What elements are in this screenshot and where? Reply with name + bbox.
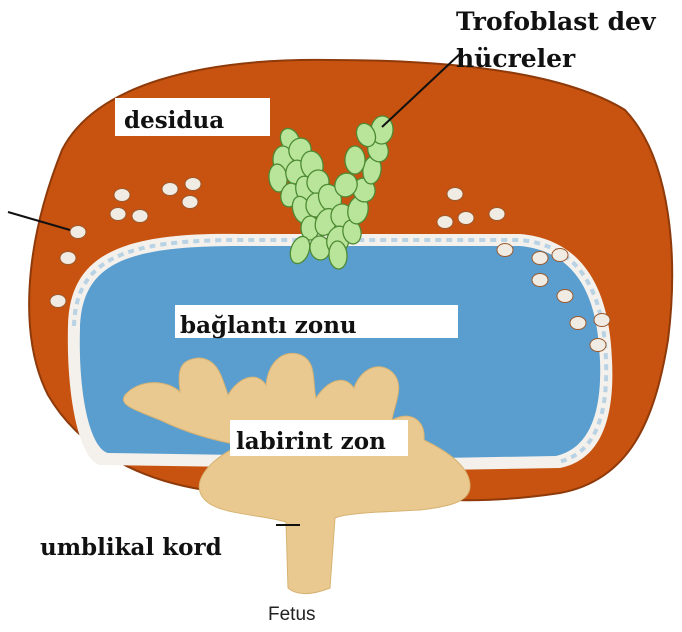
decidual-cell [437, 216, 453, 229]
decidual-cell [590, 339, 606, 352]
decidual-cell [70, 226, 86, 239]
decidual-cell [110, 208, 126, 221]
giant-cells-label-line1: Trofoblast dev [456, 7, 657, 36]
decidual-cell [447, 188, 463, 201]
decidual-cell [185, 178, 201, 191]
decidual-cell [497, 244, 513, 257]
decidual-cell [489, 208, 505, 221]
decidual-cell [50, 295, 66, 308]
decidual-cell [532, 274, 548, 287]
decidual-cell [552, 249, 568, 262]
decidual-cell [557, 290, 573, 303]
decidual-cell [60, 252, 76, 265]
junctional-zone-label: bağlantı zonu [180, 312, 357, 339]
decidual-cell [570, 317, 586, 330]
decidual-cell [458, 212, 474, 225]
decidual-cell [162, 183, 178, 196]
decidual-cell [132, 210, 148, 223]
decidual-cell [532, 252, 548, 265]
umbilical-cord-label: umblikal kord [40, 534, 222, 561]
decidual-cell [182, 196, 198, 209]
decidual-cell [114, 189, 130, 202]
decidual-cell [594, 314, 610, 327]
giant-cell [345, 146, 365, 174]
giant-cells-label-line2: hücreler [456, 44, 576, 73]
labyrinth-label: labirint zon [236, 428, 386, 455]
decidua-label: desidua [124, 107, 224, 134]
fetus-label: Fetus [268, 604, 316, 625]
